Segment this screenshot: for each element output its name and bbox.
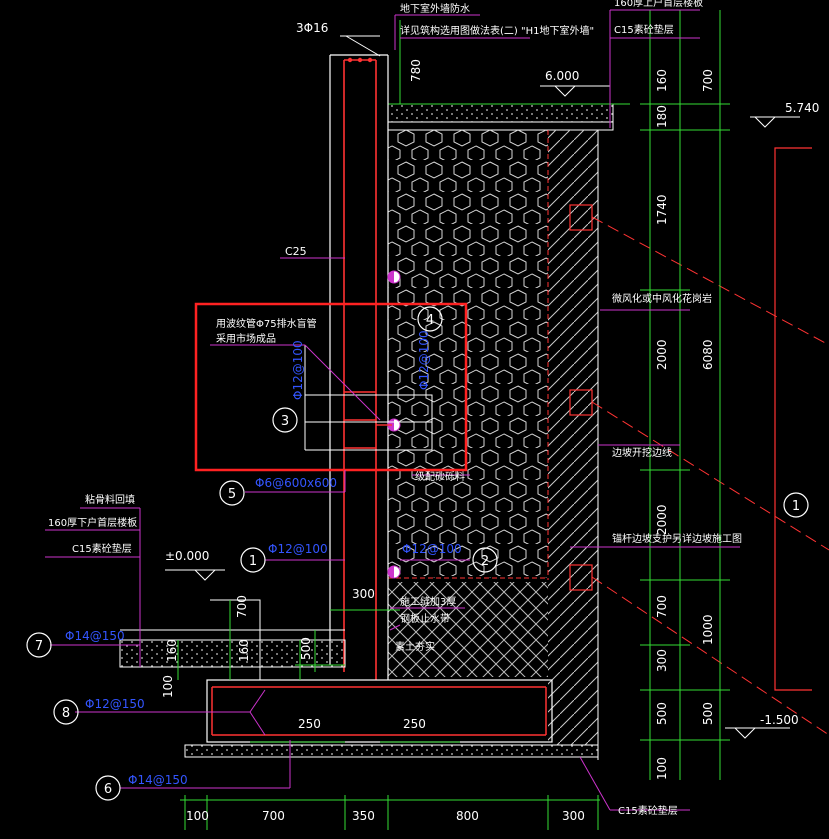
rock-hatch	[548, 130, 598, 745]
callout-7: 7	[35, 639, 43, 654]
callout-5: 5	[228, 487, 236, 502]
dimension-texts: 780 300 700 160 160 500 100 250 250 160 …	[161, 59, 715, 823]
backfill-note: 素土夯实	[395, 640, 435, 653]
dim-250-b: 250	[403, 717, 426, 731]
callout-3: 3	[281, 414, 289, 429]
dim-r-300: 300	[655, 649, 669, 672]
callout-numbers: 1 1 2 3 4 5 6 7 8	[35, 313, 800, 797]
top-slab	[387, 103, 630, 131]
waterproof-note-2: 详见筑构选用图做法表(二) "H1地下室外墙"	[400, 24, 594, 37]
bar-12-150: Φ12@150	[85, 697, 145, 711]
notes: 3Φ16 地下室外墙防水 详见筑构选用图做法表(二) "H1地下室外墙" 160…	[48, 0, 742, 817]
concrete-grade: C25	[285, 245, 307, 258]
elevation-markers	[165, 85, 800, 739]
floor-concrete-note: C15素砼垫层	[614, 23, 674, 36]
left-slab-note: 160厚下户首层楼板	[48, 516, 137, 529]
dim-b-100: 100	[186, 809, 209, 823]
top-rebar-label: 3Φ16	[296, 21, 328, 35]
waterstop-note: 钢板止水带	[400, 612, 450, 625]
dim-r-160: 160	[655, 69, 669, 92]
elevation-ground: ±0.000	[165, 549, 209, 563]
dim-160-a: 160	[165, 639, 179, 662]
dim-b-800: 800	[456, 809, 479, 823]
dim-r-100: 100	[655, 757, 669, 780]
anchor-note: 锚杆边坡支护另详边坡施工图	[612, 532, 742, 545]
anchors	[569, 204, 829, 736]
gravel-note: 级配砂砾料	[415, 470, 465, 483]
dim-r-2000-b: 2000	[655, 504, 669, 535]
callout-1-left: 1	[249, 554, 257, 569]
drain-pipes	[344, 391, 392, 449]
dim-100-left: 100	[161, 675, 175, 698]
joint-note: 施工缝加3厚	[400, 595, 456, 608]
dim-o-6080: 6080	[701, 339, 715, 370]
left-concrete-note: C15素砼垫层	[72, 542, 132, 555]
dim-r-1740: 1740	[655, 194, 669, 225]
rebar-labels: Φ6@600x600 Φ12@100 Φ12@100 Φ14@150 Φ12@1…	[65, 330, 462, 787]
dim-r-2000-a: 2000	[655, 339, 669, 370]
callout-6: 6	[104, 782, 112, 797]
bar-14-150-bottom: Φ14@150	[128, 773, 188, 787]
dim-b-350: 350	[352, 809, 375, 823]
bar-12-100-vertical-b: Φ12@100	[417, 330, 431, 390]
dim-o-500: 500	[701, 702, 715, 725]
dim-b-700: 700	[262, 809, 285, 823]
callout-8: 8	[62, 706, 70, 721]
callout-4: 4	[426, 313, 434, 328]
callout-2: 2	[481, 554, 489, 569]
grid-pipe-label: Φ6@600x600	[255, 476, 337, 490]
bar-12-100-right: Φ12@100	[402, 542, 462, 556]
weep-holes	[387, 270, 401, 579]
anchor-length-bracket	[774, 147, 812, 691]
dim-o-1000: 1000	[701, 614, 715, 645]
dim-300: 300	[352, 587, 375, 601]
retaining-wall	[329, 35, 389, 680]
elevation-bottom: -1.500	[760, 713, 799, 727]
bar-12-100-left: Φ12@100	[268, 542, 328, 556]
excavation-note: 边坡开挖边线	[612, 446, 672, 459]
dim-160-b: 160	[237, 639, 251, 662]
highlight-box	[194, 302, 468, 472]
dim-500: 500	[299, 637, 313, 660]
drain-note-2: 采用市场成品	[216, 332, 276, 345]
bar-12-100-vertical-a: Φ12@100	[291, 340, 305, 400]
gravel-backfill	[388, 130, 548, 578]
dim-r-700: 700	[655, 595, 669, 618]
bar-14-150-top: Φ14@150	[65, 629, 125, 643]
dimension-lines	[177, 10, 730, 830]
dim-700-left: 700	[235, 595, 249, 618]
waterproof-note-1: 地下室外墙防水	[400, 2, 470, 15]
dim-250-a: 250	[298, 717, 321, 731]
drain-note-1: 用波纹管Φ75排水盲管	[216, 317, 317, 330]
dim-780: 780	[409, 59, 423, 82]
bottom-concrete-note: C15素砼垫层	[618, 804, 678, 817]
floor-slab-note: 160厚上户首层楼板	[614, 0, 703, 9]
rock-note: 微风化或中风化花岗岩	[612, 292, 712, 305]
elevation-top: 6.000	[545, 69, 579, 83]
drain-grid	[304, 345, 433, 451]
dim-r-500: 500	[655, 702, 669, 725]
callout-circles	[26, 306, 809, 801]
callout-1-right: 1	[792, 499, 800, 514]
left-backfill-note: 粘骨料回填	[85, 493, 135, 506]
dim-o-700: 700	[701, 69, 715, 92]
leader-lines	[45, 9, 740, 811]
dim-b-300: 300	[562, 809, 585, 823]
elevation-upper: 5.740	[785, 101, 819, 115]
dim-r-180: 180	[655, 105, 669, 128]
elevation-labels: 6.000 5.740 ±0.000 -1.500	[165, 69, 819, 727]
compacted-soil	[388, 582, 548, 677]
footing	[119, 599, 599, 758]
